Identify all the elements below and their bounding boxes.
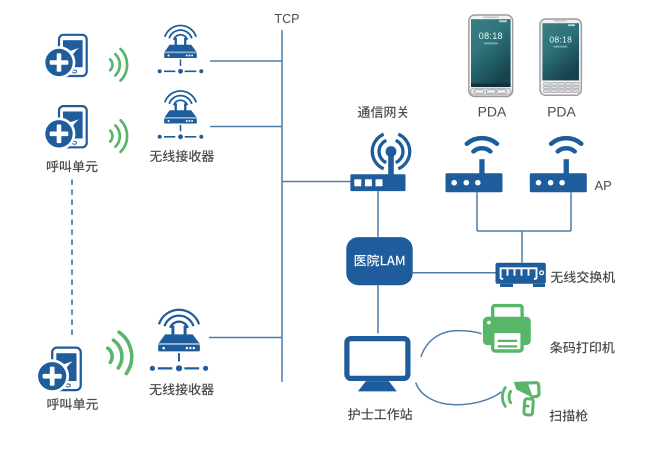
svg-text:PDA: PDA: [478, 104, 507, 120]
svg-text:08:18: 08:18: [479, 31, 503, 41]
svg-text:TCP: TCP: [275, 12, 300, 26]
svg-text:PDA: PDA: [547, 104, 576, 120]
svg-text:08:18: 08:18: [549, 35, 572, 45]
svg-text:AP: AP: [595, 178, 612, 193]
